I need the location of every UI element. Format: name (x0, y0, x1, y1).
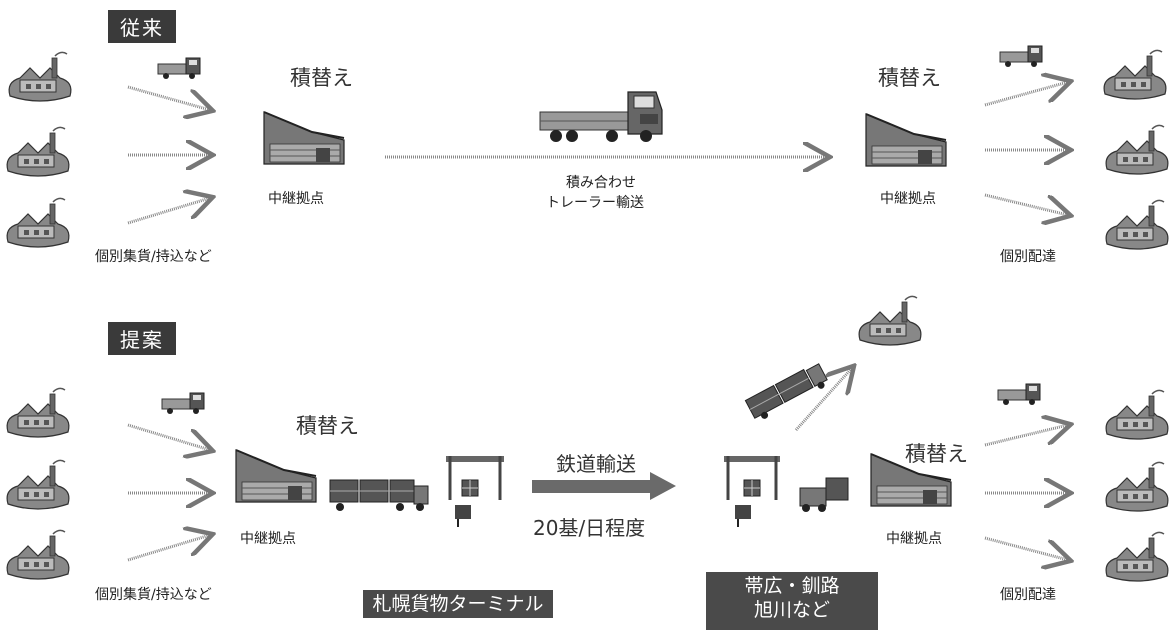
delivery-label: 個別配達 (1000, 249, 1056, 265)
forklift-icon (799, 477, 849, 512)
truck-icon (999, 45, 1043, 68)
factory-icon (858, 295, 922, 346)
pickup-arrows (127, 85, 210, 225)
destination-badge: 帯広・釧路 旭川など (706, 572, 878, 630)
factory-icon (6, 459, 70, 510)
trailer-truck-icon (539, 91, 663, 142)
relay-warehouse-icon (865, 113, 947, 167)
relay-point-label: 中継拠点 (880, 191, 936, 207)
pickup-label: 個別集貨/持込など (95, 587, 212, 603)
reload-label: 積替え (905, 442, 968, 466)
rail-frequency-label: 20基/日程度 (533, 516, 646, 540)
trailer-label-line2: トレーラー輸送 (546, 195, 644, 211)
relay-point-label: 中継拠点 (886, 531, 942, 547)
container-trailer-icon (744, 363, 828, 419)
delivery-arrows (984, 82, 1068, 215)
rail-transport-arrow (532, 472, 676, 500)
pickup-label: 個別集貨/持込など (95, 249, 212, 265)
relay-point-label: 中継拠点 (240, 531, 296, 547)
container-crane-icon (446, 456, 504, 527)
section-proposal-label: 提案 (108, 322, 176, 355)
factory-icon (6, 126, 70, 177)
relay-point-label: 中継拠点 (268, 191, 324, 207)
factory-icon (1105, 199, 1169, 250)
factory-icon (6, 197, 70, 248)
factory-icon (6, 387, 70, 438)
relay-warehouse-icon (235, 449, 317, 503)
factory-icon (1105, 531, 1169, 582)
rail-transport-label: 鉄道輸送 (556, 452, 636, 476)
destination-line1: 帯広・釧路 (744, 575, 840, 597)
factory-icon (1103, 49, 1167, 100)
container-truck-icon (329, 479, 429, 511)
relay-warehouse-icon (263, 111, 345, 165)
truck-icon (157, 57, 201, 80)
reload-label: 積替え (290, 66, 353, 90)
delivery-label: 個別配達 (1000, 587, 1056, 603)
destination-line2: 旭川など (753, 599, 830, 621)
sapporo-terminal-badge: 札幌貨物ターミナル (363, 590, 553, 618)
section-current-label: 従来 (108, 10, 176, 43)
factory-icon (1105, 461, 1169, 512)
trailer-label-line1: 積み合わせ (566, 175, 636, 191)
truck-icon (161, 392, 205, 415)
pickup-arrows (127, 423, 210, 562)
factory-icon (1105, 124, 1169, 175)
reload-label: 積替え (878, 66, 941, 90)
reload-label: 積替え (296, 414, 359, 438)
container-crane-icon (724, 456, 780, 527)
truck-icon (997, 383, 1041, 406)
factory-icon (1105, 389, 1169, 440)
factory-icon (6, 529, 70, 580)
factory-icon (8, 51, 72, 102)
delivery-arrows (984, 425, 1068, 560)
